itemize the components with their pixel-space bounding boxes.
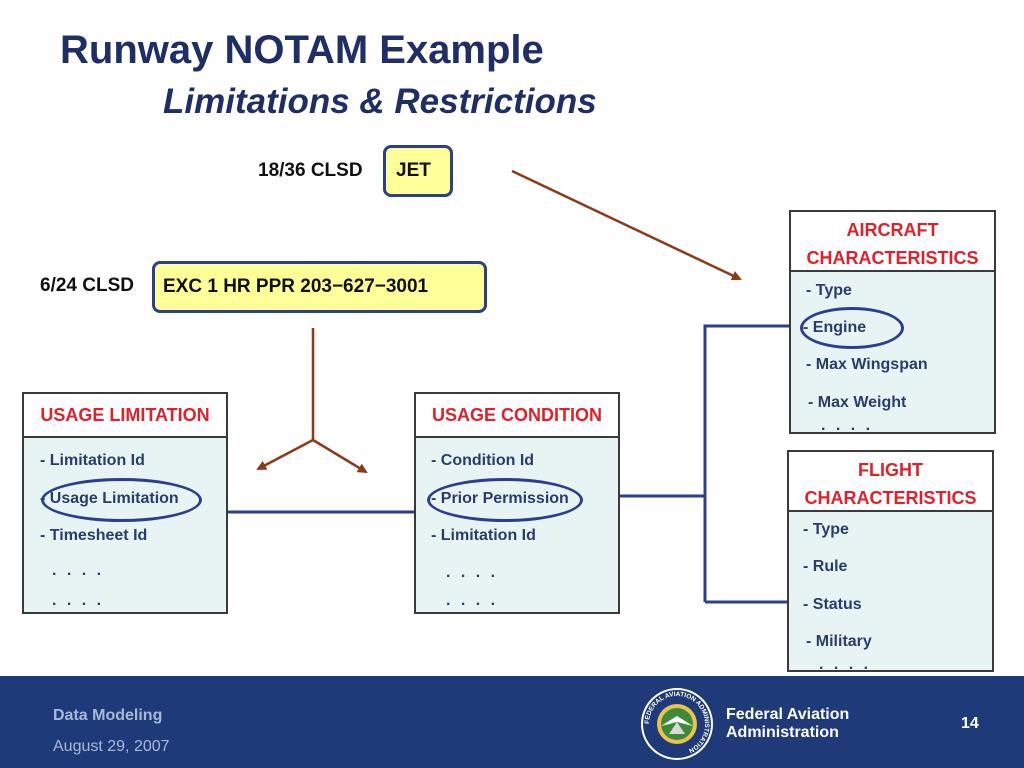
aircraft-item: - Max Wingspan (806, 356, 928, 373)
flight-item: - Military (806, 633, 872, 650)
notam2-highlight-text: EXC 1 HR PPR 203−627−3001 (163, 276, 429, 297)
footer-org-line1: Federal Aviation (726, 706, 850, 723)
usage-limitation-header: USAGE LIMITATION (24, 394, 226, 438)
usage-condition-dots: . . . . (446, 592, 499, 609)
usage-limitation-dots: . . . . (52, 562, 105, 579)
arrow-jet-to-aircraft (511, 169, 742, 281)
arrow-fork-right (312, 438, 368, 474)
usage-condition-highlight-oval (427, 478, 583, 522)
flight-item: - Rule (803, 558, 848, 575)
notam1-highlight-text: JET (396, 160, 431, 181)
usage-condition-item: - Limitation Id (431, 527, 536, 544)
usage-limitation-item: - Timesheet Id (40, 527, 148, 544)
aircraft-characteristics-header: AIRCRAFT CHARACTERISTICS (791, 212, 994, 272)
aircraft-engine-highlight-oval (800, 307, 904, 349)
aircraft-dots: . . . . (821, 417, 874, 434)
flight-characteristics-box: FLIGHT CHARACTERISTICS - Type - Rule - S… (787, 450, 994, 673)
aircraft-item: - Type (806, 282, 852, 299)
aircraft-item: - Max Weight (808, 394, 907, 411)
flight-item: - Type (803, 521, 849, 538)
notam2-highlight: EXC 1 HR PPR 203−627−3001 (152, 261, 487, 313)
page-number: 14 (961, 715, 979, 732)
usage-limitation-dots: . . . . (52, 592, 105, 609)
usage-condition-header: USAGE CONDITION (416, 394, 618, 438)
usage-condition-dots: . . . . (446, 564, 499, 581)
notam1-highlight: JET (383, 145, 453, 197)
usage-limitation-highlight-oval (41, 478, 202, 522)
aircraft-header-line2: CHARACTERISTICS (806, 248, 979, 268)
slide-subtitle: Limitations & Restrictions (163, 82, 597, 121)
footer-org-line2: Administration (726, 724, 839, 741)
slide-title: Runway NOTAM Example (60, 28, 544, 72)
flight-characteristics-header: FLIGHT CHARACTERISTICS (789, 452, 992, 512)
flight-item: - Status (803, 596, 862, 613)
faa-seal-icon: FEDERAL AVIATION ADMINISTRATION (641, 688, 713, 760)
flight-header-line1: FLIGHT (858, 460, 923, 480)
footer-section-title: Data Modeling (53, 707, 163, 724)
aircraft-characteristics-box: AIRCRAFT CHARACTERISTICS - Type - Engine… (789, 210, 996, 434)
footer-bar: Data Modeling August 29, 2007 FEDERAL AV… (0, 676, 1024, 768)
flight-dots: . . . . (819, 656, 872, 673)
arrow-fork-left (256, 438, 314, 471)
notam1-prefix: 18/36 CLSD (258, 160, 363, 181)
aircraft-header-line1: AIRCRAFT (846, 220, 939, 240)
usage-limitation-item: - Limitation Id (40, 452, 145, 469)
usage-condition-item: - Condition Id (431, 452, 535, 469)
footer-date: August 29, 2007 (53, 738, 170, 755)
notam2-prefix: 6/24 CLSD (40, 275, 134, 296)
flight-header-line2: CHARACTERISTICS (804, 488, 977, 508)
link-branch-aircraft (703, 324, 790, 602)
